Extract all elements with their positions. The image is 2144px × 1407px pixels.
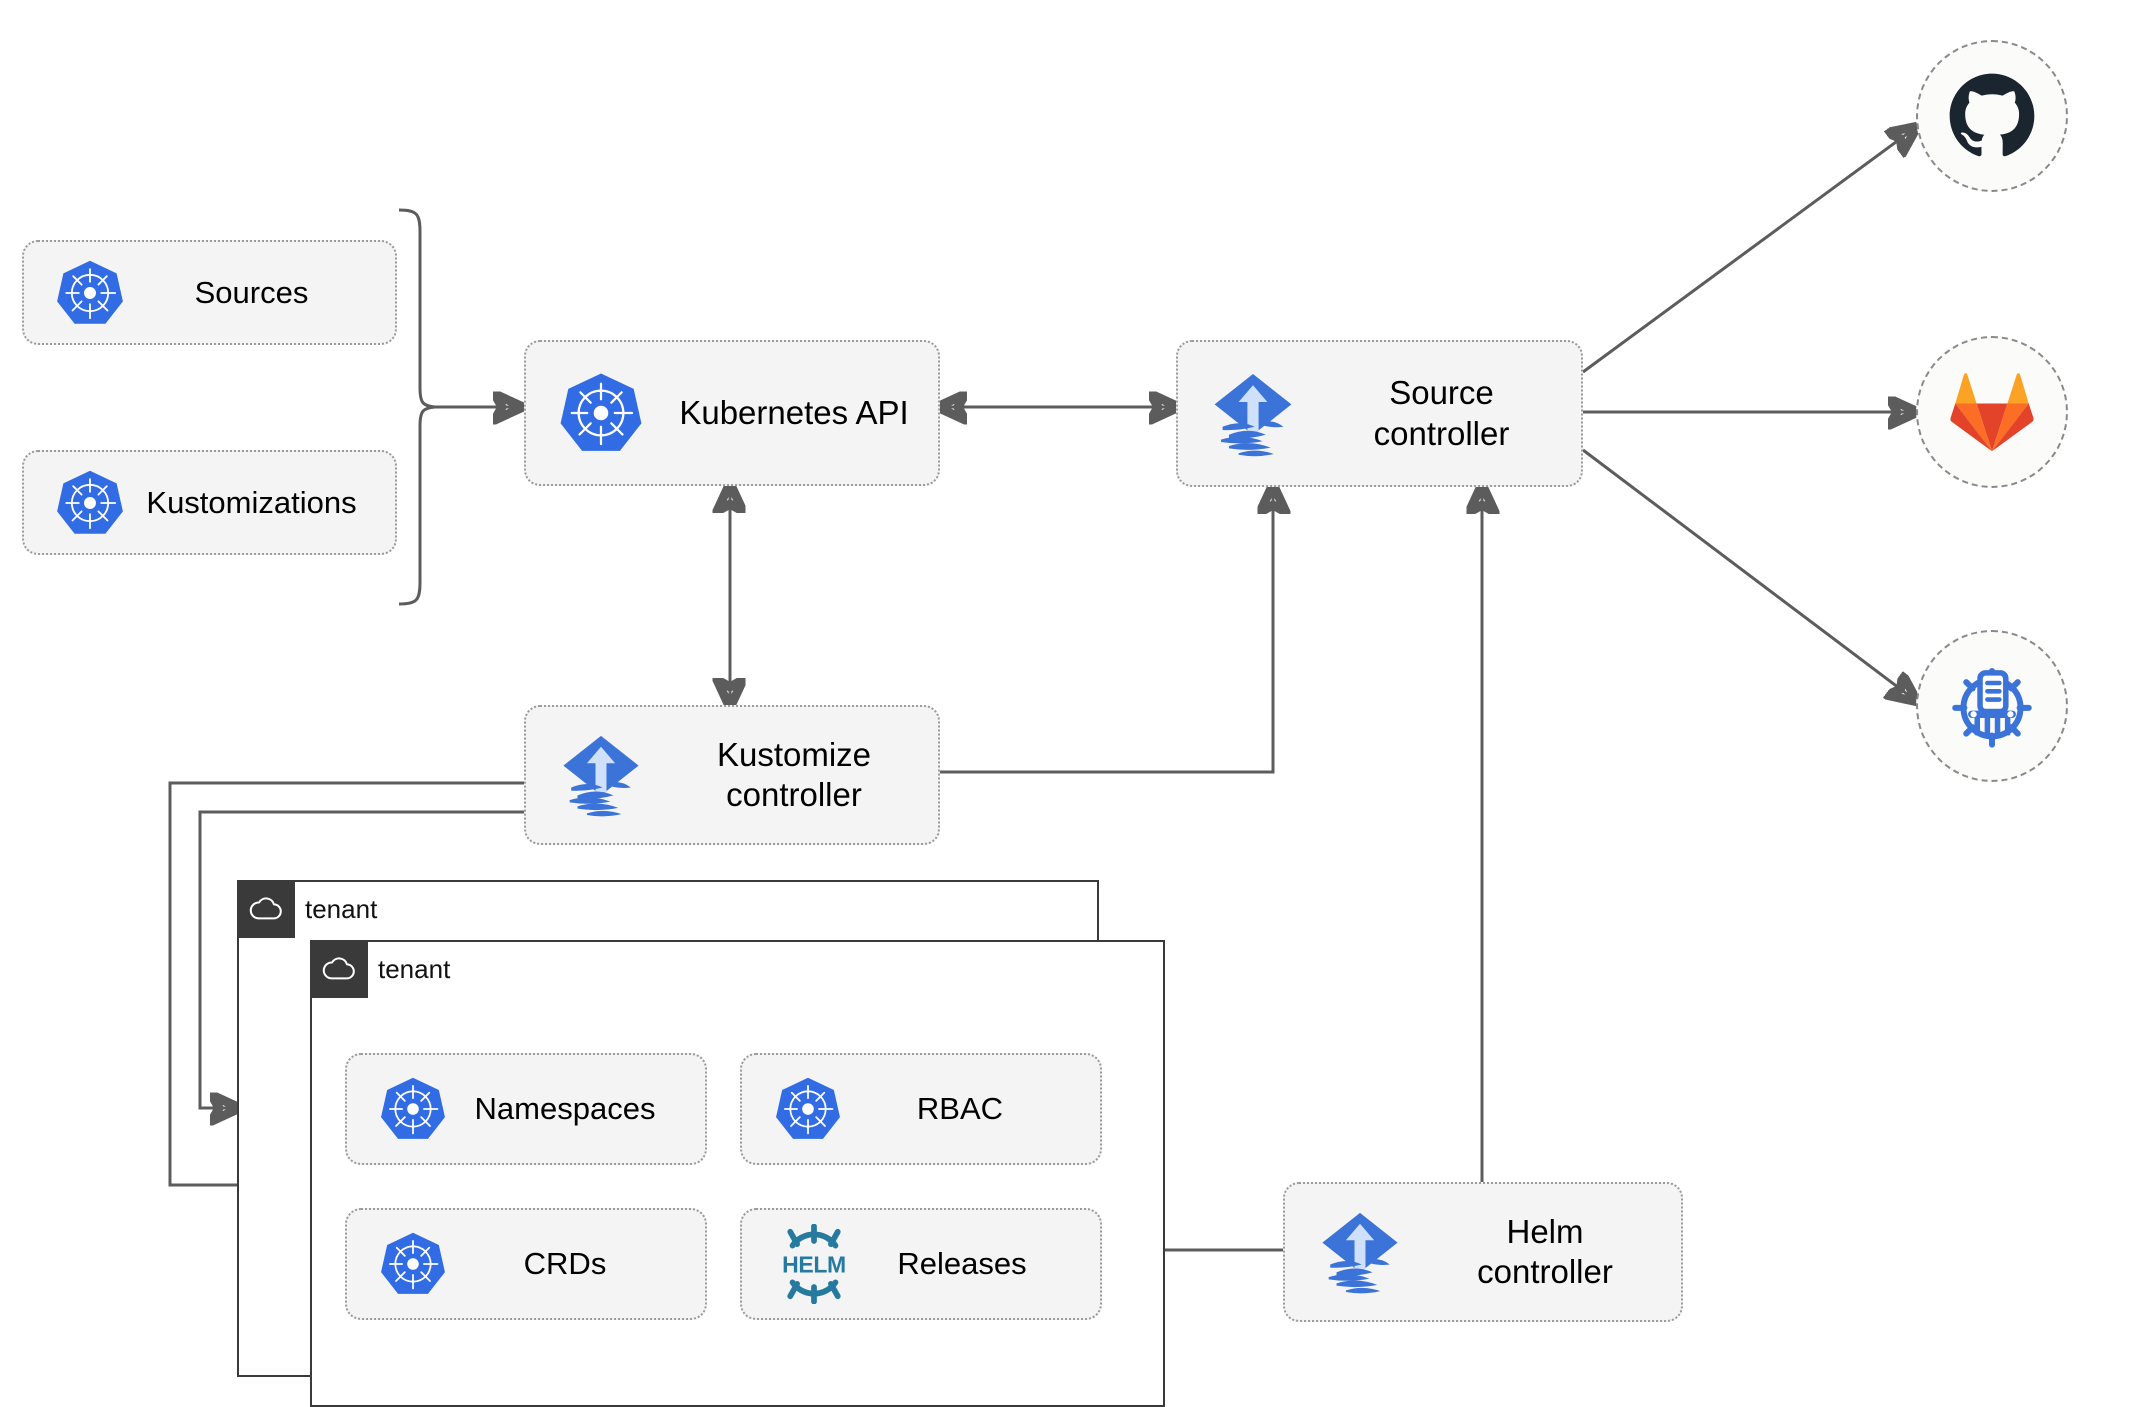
provider-gitlab[interactable] — [1916, 336, 2068, 488]
wire-kustomize-to-source — [940, 487, 1273, 774]
node-kubernetes-api[interactable]: Kubernetes API — [524, 340, 940, 486]
tenant-chip-label: CRDs — [523, 1246, 607, 1282]
github-icon — [1949, 73, 2035, 157]
tenant-chip-label: Namespaces — [474, 1091, 656, 1127]
tenant-tab — [237, 880, 295, 938]
kubernetes-icon — [762, 1075, 854, 1143]
node-label: Helm controller — [1477, 1212, 1613, 1290]
kubernetes-icon — [367, 1075, 459, 1143]
helm-icon: HELM — [762, 1224, 866, 1304]
resource-chip-kustomizations[interactable]: Kustomizations — [22, 450, 397, 555]
resource-chip-sources[interactable]: Sources — [22, 240, 397, 345]
kubernetes-icon — [367, 1230, 459, 1298]
tenant-chip-label: Releases — [897, 1246, 1027, 1282]
group-brace — [398, 208, 436, 606]
tenant-chip-namespaces[interactable]: Namespaces — [345, 1053, 707, 1165]
kubernetes-icon — [42, 258, 138, 328]
flux-icon — [546, 728, 656, 822]
gitlab-icon — [1950, 373, 2034, 452]
node-label: Kustomize controller — [716, 735, 872, 813]
node-label: Source controller — [1373, 374, 1510, 452]
node-source-controller[interactable]: Source controller — [1176, 340, 1583, 487]
flux-icon — [1198, 366, 1308, 462]
tenant-label: tenant — [305, 893, 378, 924]
tenant-window-front[interactable]: tenant Namespaces — [310, 940, 1165, 1407]
provider-bucket[interactable] — [1916, 630, 2068, 782]
tenant-tab — [310, 940, 368, 998]
node-kustomize-controller[interactable]: Kustomize controller — [524, 705, 940, 845]
wire-source-to-bucket — [1582, 448, 1915, 700]
resource-chip-label: Kustomizations — [146, 484, 357, 520]
node-label: Kubernetes API — [679, 393, 909, 431]
tenant-chip-rbac[interactable]: RBAC — [740, 1053, 1102, 1165]
bucket-icon — [1952, 668, 2032, 748]
kubernetes-icon — [546, 370, 656, 456]
provider-github[interactable] — [1916, 40, 2068, 192]
flux-icon — [1305, 1205, 1415, 1299]
svg-text:HELM: HELM — [782, 1251, 846, 1277]
cloud-icon — [322, 957, 355, 980]
tenant-chip-crds[interactable]: CRDs — [345, 1208, 707, 1320]
tenant-label: tenant — [378, 953, 451, 984]
kubernetes-icon — [42, 468, 138, 538]
tenant-chip-label: RBAC — [916, 1091, 1004, 1127]
cloud-icon — [249, 897, 282, 920]
wire-source-to-github — [1582, 128, 1915, 374]
node-helm-controller[interactable]: Helm controller — [1283, 1182, 1683, 1322]
resource-chip-label: Sources — [194, 274, 309, 310]
tenant-chip-releases[interactable]: HELM Releases — [740, 1208, 1102, 1320]
